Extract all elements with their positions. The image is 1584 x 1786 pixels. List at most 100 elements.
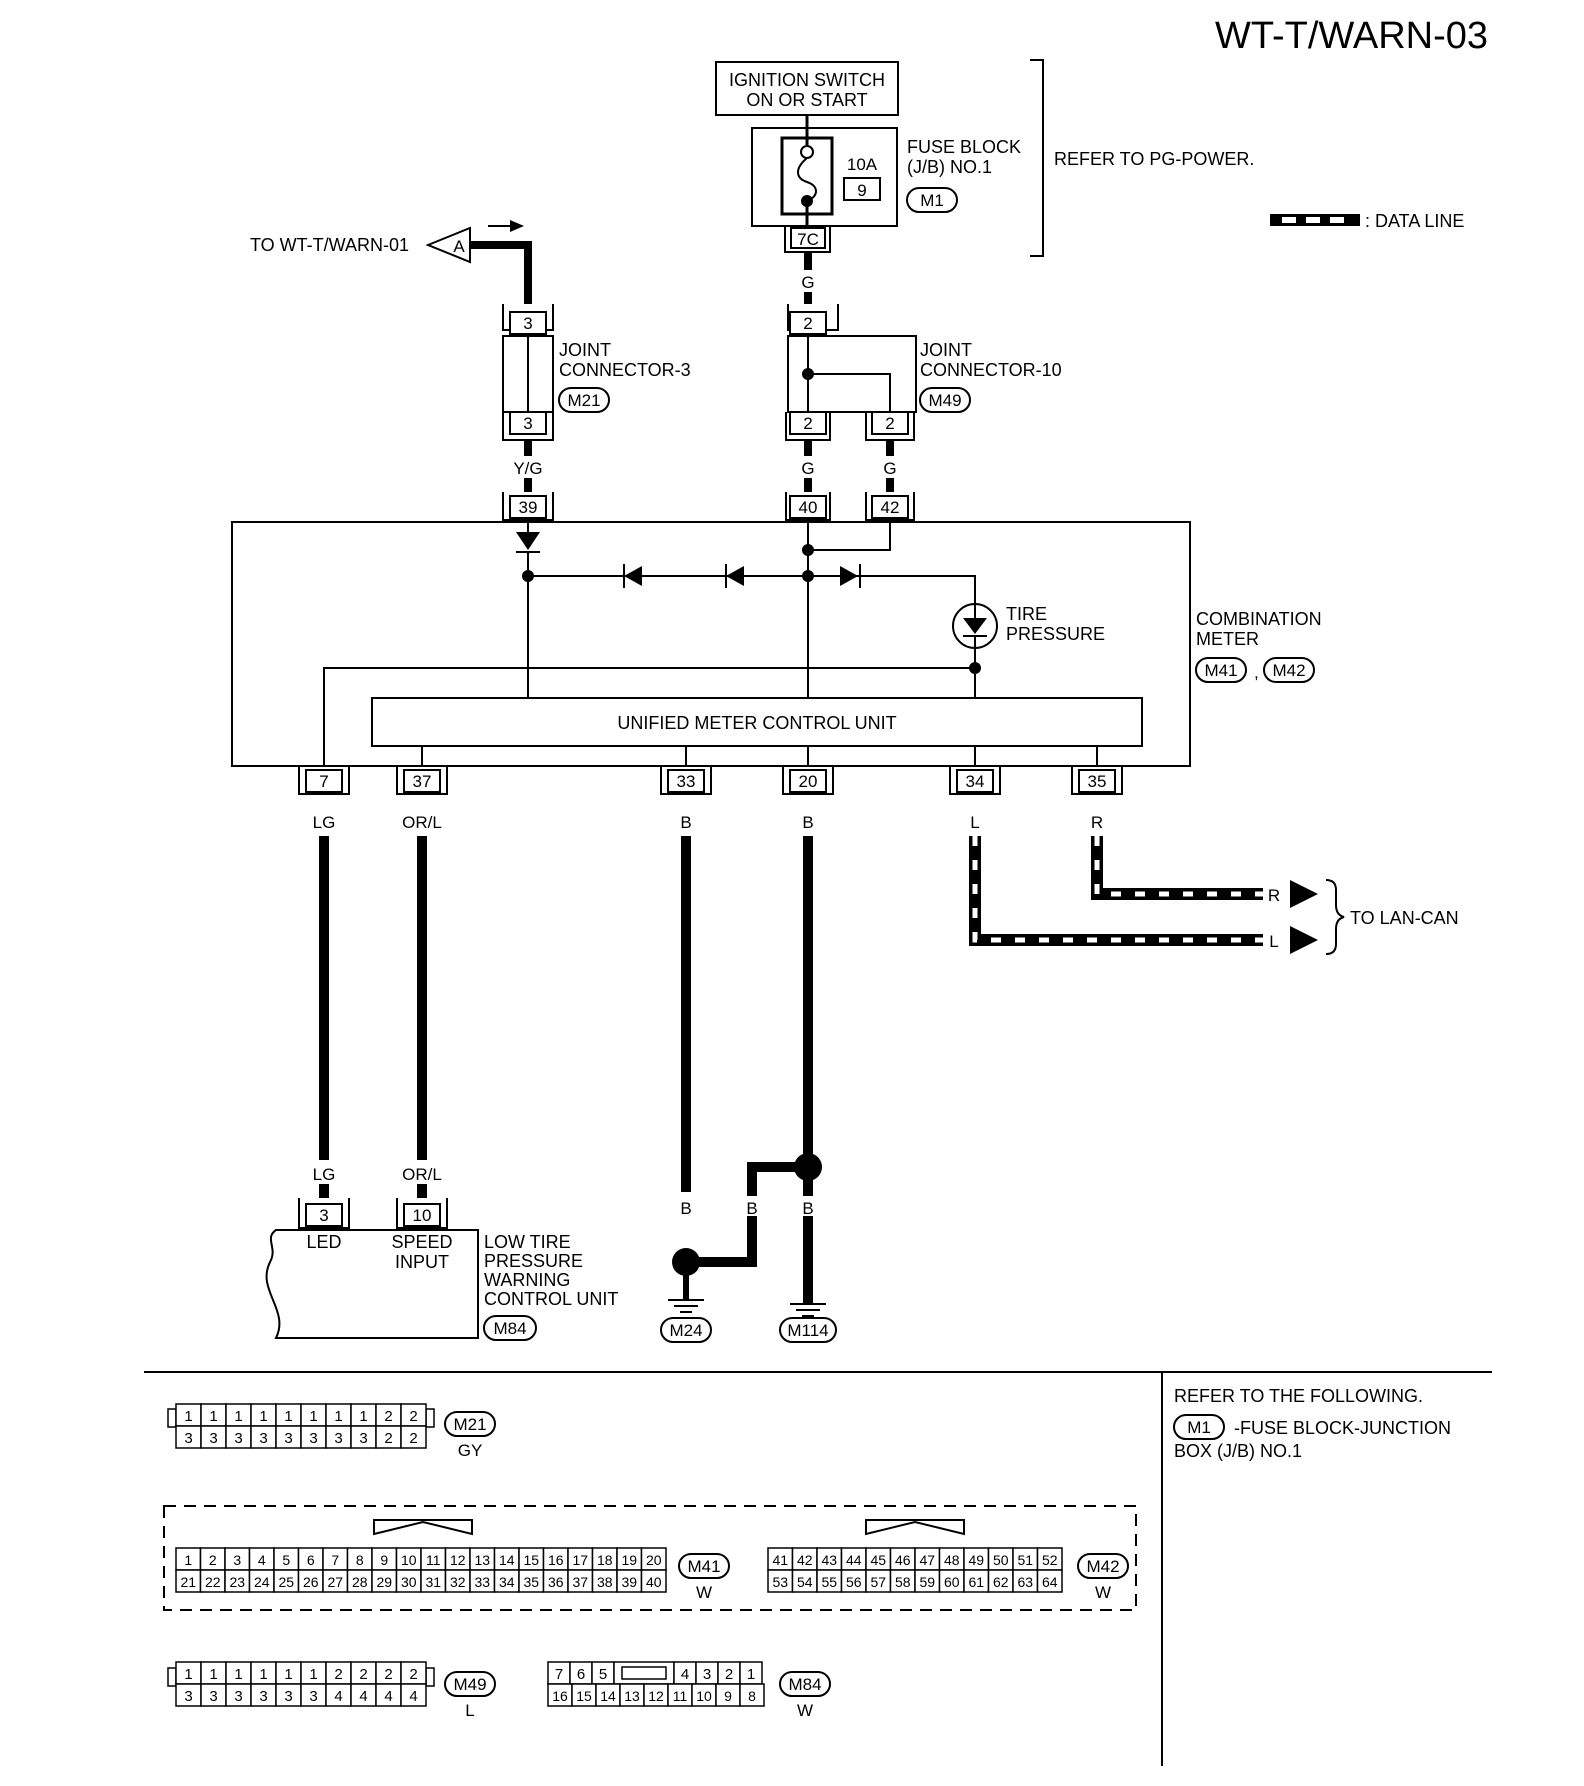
wire-color-g-fuse: G bbox=[801, 273, 814, 292]
m21-cell-label: 3 bbox=[334, 1430, 342, 1447]
fuse-symbol-icon bbox=[797, 130, 817, 226]
m49-cell-label: 3 bbox=[184, 1688, 192, 1705]
refer-following-2: -FUSE BLOCK-JUNCTION bbox=[1234, 1418, 1451, 1438]
meter-label-2: METER bbox=[1196, 629, 1259, 649]
m41-cell-label: 36 bbox=[548, 1574, 564, 1590]
m21-tag bbox=[444, 1411, 496, 1437]
m41-cell-label: 26 bbox=[303, 1574, 319, 1590]
jc3-label-2: CONNECTOR-3 bbox=[559, 360, 691, 380]
m42-cell-label: 50 bbox=[993, 1552, 1009, 1568]
m49-cell-label: 3 bbox=[309, 1688, 317, 1705]
m41-color: W bbox=[696, 1583, 712, 1602]
fuse-amp: 10A bbox=[847, 155, 878, 174]
m49-conn: M49 bbox=[453, 1675, 486, 1694]
m41-cell-label: 1 bbox=[184, 1552, 192, 1568]
m42-cell-label: 63 bbox=[1017, 1574, 1033, 1590]
m41-cell-label: 6 bbox=[307, 1552, 315, 1568]
pin-20: 20 bbox=[799, 772, 818, 791]
m21-cell-label: 2 bbox=[384, 1430, 392, 1447]
data-line-legend-swatch bbox=[1270, 214, 1360, 226]
m42-cell-label: 42 bbox=[797, 1552, 813, 1568]
ltpw-pin-speed: 10 bbox=[413, 1206, 432, 1225]
m41-cell-label: 24 bbox=[254, 1574, 270, 1590]
m41-cell-label: 14 bbox=[499, 1552, 515, 1568]
m49-cell-label: 2 bbox=[384, 1666, 392, 1683]
m21-cell-label: 3 bbox=[184, 1430, 192, 1447]
m41-cell-label: 25 bbox=[278, 1574, 294, 1590]
m42-latch bbox=[865, 1519, 965, 1536]
m41-cell-label: 35 bbox=[523, 1574, 539, 1590]
ltpw-label-4: CONTROL UNIT bbox=[484, 1289, 618, 1309]
m21-cell-label: 3 bbox=[259, 1430, 267, 1447]
lan-l-letter: L bbox=[1269, 932, 1278, 951]
fuse-block-label-2: (J/B) NO.1 bbox=[907, 157, 992, 177]
m84-cell-label: 4 bbox=[681, 1666, 689, 1683]
m84-conn: M84 bbox=[788, 1675, 821, 1694]
m42-cell-label: 44 bbox=[846, 1552, 862, 1568]
jc10-label-1: JOINT bbox=[920, 340, 972, 360]
flow-direction-arrow-icon bbox=[488, 220, 524, 232]
pin-35: 35 bbox=[1088, 772, 1107, 791]
m41-cell-label: 38 bbox=[597, 1574, 613, 1590]
ltpw-led: LED bbox=[306, 1232, 341, 1252]
fuse-block-conn: M1 bbox=[920, 191, 944, 210]
page-code: WT-T/WARN-03 bbox=[1215, 15, 1488, 57]
jc10-pin-bottom-b: 2 bbox=[885, 414, 894, 433]
m42-cell-label: 64 bbox=[1042, 1574, 1058, 1590]
m41-cell-label: 12 bbox=[450, 1552, 466, 1568]
m41-cell-label: 19 bbox=[621, 1552, 637, 1568]
m49-cell-label: 1 bbox=[284, 1666, 292, 1683]
meter-conn-a: M41 bbox=[1204, 661, 1237, 680]
m21-cell-label: 3 bbox=[209, 1430, 217, 1447]
m21-cell-label: 1 bbox=[284, 1408, 292, 1425]
to-warn-01: TO WT-T/WARN-01 bbox=[250, 235, 409, 255]
m84-cell bbox=[739, 1683, 765, 1707]
m41-cell-label: 40 bbox=[646, 1574, 662, 1590]
ltpw-wire-orl: OR/L bbox=[402, 1165, 442, 1184]
m49-cell-label: 3 bbox=[259, 1688, 267, 1705]
m41-cell-label: 4 bbox=[258, 1552, 266, 1568]
m41-cell-label: 22 bbox=[205, 1574, 221, 1590]
jc3-pin-top: 3 bbox=[523, 314, 532, 333]
jc10-label-2: CONNECTOR-10 bbox=[920, 360, 1062, 380]
m42-cell-label: 59 bbox=[919, 1574, 935, 1590]
wire-color-g42: G bbox=[883, 459, 896, 478]
m21-color: GY bbox=[458, 1441, 483, 1460]
wire-color-b20: B bbox=[802, 813, 813, 832]
ltpw-label-1: LOW TIRE bbox=[484, 1232, 571, 1252]
m41-cell-label: 9 bbox=[380, 1552, 388, 1568]
data-line-legend: : DATA LINE bbox=[1365, 211, 1464, 231]
power-bracket bbox=[1030, 59, 1044, 257]
m21-cell-label: 1 bbox=[209, 1408, 217, 1425]
m84-cell-label: 9 bbox=[724, 1688, 732, 1704]
m21-conn: M21 bbox=[453, 1415, 486, 1434]
m41-cell-label: 32 bbox=[450, 1574, 466, 1590]
m41-cell-label: 29 bbox=[376, 1574, 392, 1590]
m49-cell-label: 1 bbox=[209, 1666, 217, 1683]
m49-cell-label: 3 bbox=[209, 1688, 217, 1705]
umcu-label: UNIFIED METER CONTROL UNIT bbox=[617, 713, 896, 733]
meter-top-pins: 39 40 42 bbox=[502, 492, 915, 521]
m41-cell-label: 31 bbox=[425, 1574, 441, 1590]
m41-cell-label: 37 bbox=[572, 1574, 588, 1590]
m41-cell-label: 5 bbox=[282, 1552, 290, 1568]
m49-cell-label: 3 bbox=[234, 1688, 242, 1705]
jc10-pin-top: 2 bbox=[803, 314, 812, 333]
m41-cell-label: 15 bbox=[523, 1552, 539, 1568]
fuse-block-label-1: FUSE BLOCK bbox=[907, 137, 1021, 157]
m41-latch bbox=[373, 1519, 473, 1536]
ground-b2: B bbox=[746, 1199, 757, 1218]
m41-cell-label: 3 bbox=[233, 1552, 241, 1568]
m42-color: W bbox=[1095, 1583, 1111, 1602]
m21-cell-label: 3 bbox=[234, 1430, 242, 1447]
m42-cell-label: 52 bbox=[1042, 1552, 1058, 1568]
m84-cell-label: 8 bbox=[748, 1688, 756, 1704]
data-line-l bbox=[969, 836, 1318, 954]
m41-cell-label: 30 bbox=[401, 1574, 417, 1590]
m41-cell-label: 2 bbox=[209, 1552, 217, 1568]
m42-cell-label: 41 bbox=[772, 1552, 788, 1568]
ground-m24-icon bbox=[668, 1299, 704, 1313]
m84-latch bbox=[621, 1666, 667, 1680]
tire-pressure-lamp-icon bbox=[952, 603, 998, 649]
